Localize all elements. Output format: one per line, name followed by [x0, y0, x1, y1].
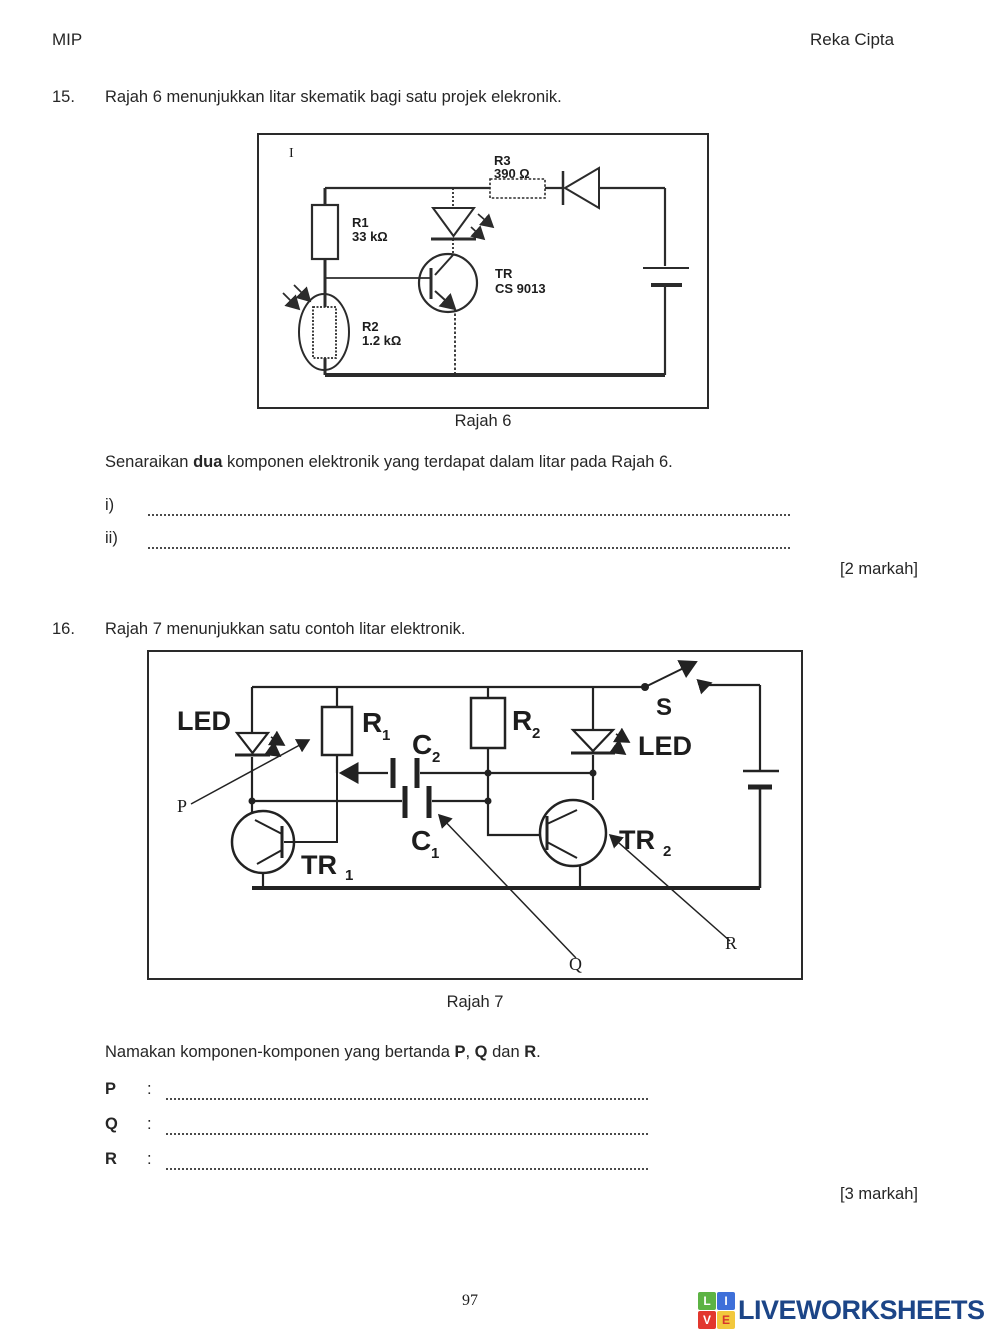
tr1-label: TR: [301, 850, 337, 880]
r1-value: 33 kΩ: [352, 229, 388, 244]
q16-number: 16.: [52, 620, 75, 638]
svg-text:Q: Q: [569, 954, 582, 974]
page-number: 97: [462, 1292, 478, 1309]
r1-label: R: [362, 707, 382, 738]
q16-instruction-p: P: [454, 1043, 466, 1061]
led-right-label: LED: [638, 731, 692, 761]
battery-symbol: [743, 685, 779, 888]
q16-instruction-suffix: .: [536, 1043, 541, 1061]
q16-answer-line-p[interactable]: [166, 1080, 648, 1100]
pointer-q: Q: [437, 813, 582, 974]
ldr-r2: R2 1.2 kΩ: [282, 284, 401, 375]
q15-instruction: Senaraikan dua komponen elektronik yang …: [105, 453, 673, 472]
q16-instruction-sep1: ,: [465, 1043, 475, 1061]
r2-value: 1.2 kΩ: [362, 333, 401, 348]
q15-marks: [2 markah]: [840, 560, 918, 578]
tr2-label: TR: [619, 825, 655, 855]
logo-tile-l: L: [698, 1292, 716, 1310]
r3-value: 390 Ω: [494, 166, 530, 181]
r2-sub: 2: [532, 725, 540, 742]
liveworksheets-logo[interactable]: L I V E LIVEWORKSHEETS: [698, 1292, 985, 1329]
logo-tile-i: I: [717, 1292, 735, 1310]
logo-tile-e: E: [717, 1311, 735, 1329]
q15-instruction-prefix: Senaraikan: [105, 453, 194, 471]
logo-tile-v: V: [698, 1311, 716, 1329]
q15-number: 15.: [52, 88, 75, 106]
q16-answer-line-r[interactable]: [166, 1150, 648, 1170]
capacitor-c1: C 1: [252, 786, 488, 862]
resistor-r3: R3 390 Ω: [489, 153, 546, 199]
switch-label: S: [656, 694, 672, 721]
header-right: Reka Cipta: [810, 30, 895, 49]
tr-value: CS 9013: [495, 281, 546, 296]
pointer-r: R: [608, 834, 737, 953]
q15-prompt: Rajah 6 menunjukkan litar skematik bagi …: [105, 88, 562, 106]
tr-label: TR: [495, 266, 513, 281]
q16-instruction-prefix: Namakan komponen-komponen yang bertanda: [105, 1043, 455, 1061]
capacitor-c2: C 2: [338, 729, 593, 788]
q15-instruction-bold: dua: [193, 453, 223, 471]
q15-instruction-suffix: komponen elektronik yang terdapat dalam …: [222, 453, 673, 471]
q16-prompt: Rajah 7 menunjukkan satu contoh litar el…: [105, 620, 466, 638]
resistor-r1: R 1: [284, 687, 390, 843]
q15-answer-label-i: i): [105, 496, 115, 514]
transistor-tr2: TR 2: [538, 798, 671, 888]
tr1-sub: 1: [345, 867, 353, 884]
c2-label: C: [412, 729, 432, 760]
led-right-symbol: LED: [570, 687, 692, 800]
rajah6-figure: I R3 390 Ω: [257, 133, 709, 409]
figure-corner-mark: I: [289, 146, 294, 161]
battery-symbol: [643, 188, 689, 375]
pointer-p: P: [177, 739, 311, 816]
q16-answer-colon-p: :: [147, 1080, 152, 1098]
q16-answer-colon-r: :: [147, 1150, 152, 1168]
q16-answer-label-r: R: [105, 1150, 117, 1168]
tr2-sub: 2: [663, 843, 671, 860]
q16-answer-colon-q: :: [147, 1115, 152, 1133]
r1-sub: 1: [382, 727, 390, 744]
r1-label: R1: [352, 215, 369, 230]
r3-label: R3: [494, 153, 511, 168]
q16-instruction-q: Q: [474, 1043, 488, 1061]
q15-answer-line-ii[interactable]: [148, 529, 790, 549]
liveworksheets-logo-text: LIVEWORKSHEETS: [738, 1295, 985, 1325]
c1-sub: 1: [431, 845, 439, 862]
led-symbol: [431, 188, 495, 255]
led-left-label: LED: [177, 706, 231, 736]
r2-label: R: [512, 705, 532, 736]
rajah6-circuit-svg: I R3 390 Ω: [282, 146, 689, 377]
header-left: MIP: [52, 30, 83, 49]
svg-text:R: R: [725, 933, 737, 953]
diode-symbol: [561, 166, 600, 210]
svg-text:P: P: [177, 796, 187, 816]
r2-label: R2: [362, 319, 379, 334]
q16-instruction: Namakan komponen-komponen yang bertanda …: [105, 1043, 541, 1062]
c1-label: C: [411, 825, 431, 856]
switch-s: S: [252, 660, 760, 721]
q16-instruction-r: R: [524, 1043, 537, 1061]
q15-answer-label-ii: ii): [105, 529, 118, 547]
transistor-tr: TR CS 9013: [417, 252, 546, 375]
c2-sub: 2: [432, 749, 440, 766]
rajah7-circuit-svg: S LED: [177, 660, 779, 974]
q16-marks: [3 markah]: [840, 1185, 918, 1203]
resistor-r2: R 2: [469, 687, 540, 837]
transistor-tr1: TR 1: [230, 801, 353, 888]
liveworksheets-logo-icon: L I V E: [698, 1292, 735, 1329]
q16-answer-label-q: Q: [105, 1115, 118, 1133]
led-left-symbol: LED: [177, 687, 286, 801]
rajah7-caption: Rajah 7: [446, 993, 504, 1011]
resistor-r1: R1 33 kΩ: [310, 188, 388, 307]
q16-answer-label-p: P: [105, 1080, 117, 1098]
q15-answer-line-i[interactable]: [148, 496, 790, 516]
q16-answer-line-q[interactable]: [166, 1115, 648, 1135]
rajah6-caption: Rajah 6: [454, 412, 512, 430]
rajah7-figure: S LED: [147, 650, 803, 980]
q16-instruction-sep2: dan: [487, 1043, 525, 1061]
